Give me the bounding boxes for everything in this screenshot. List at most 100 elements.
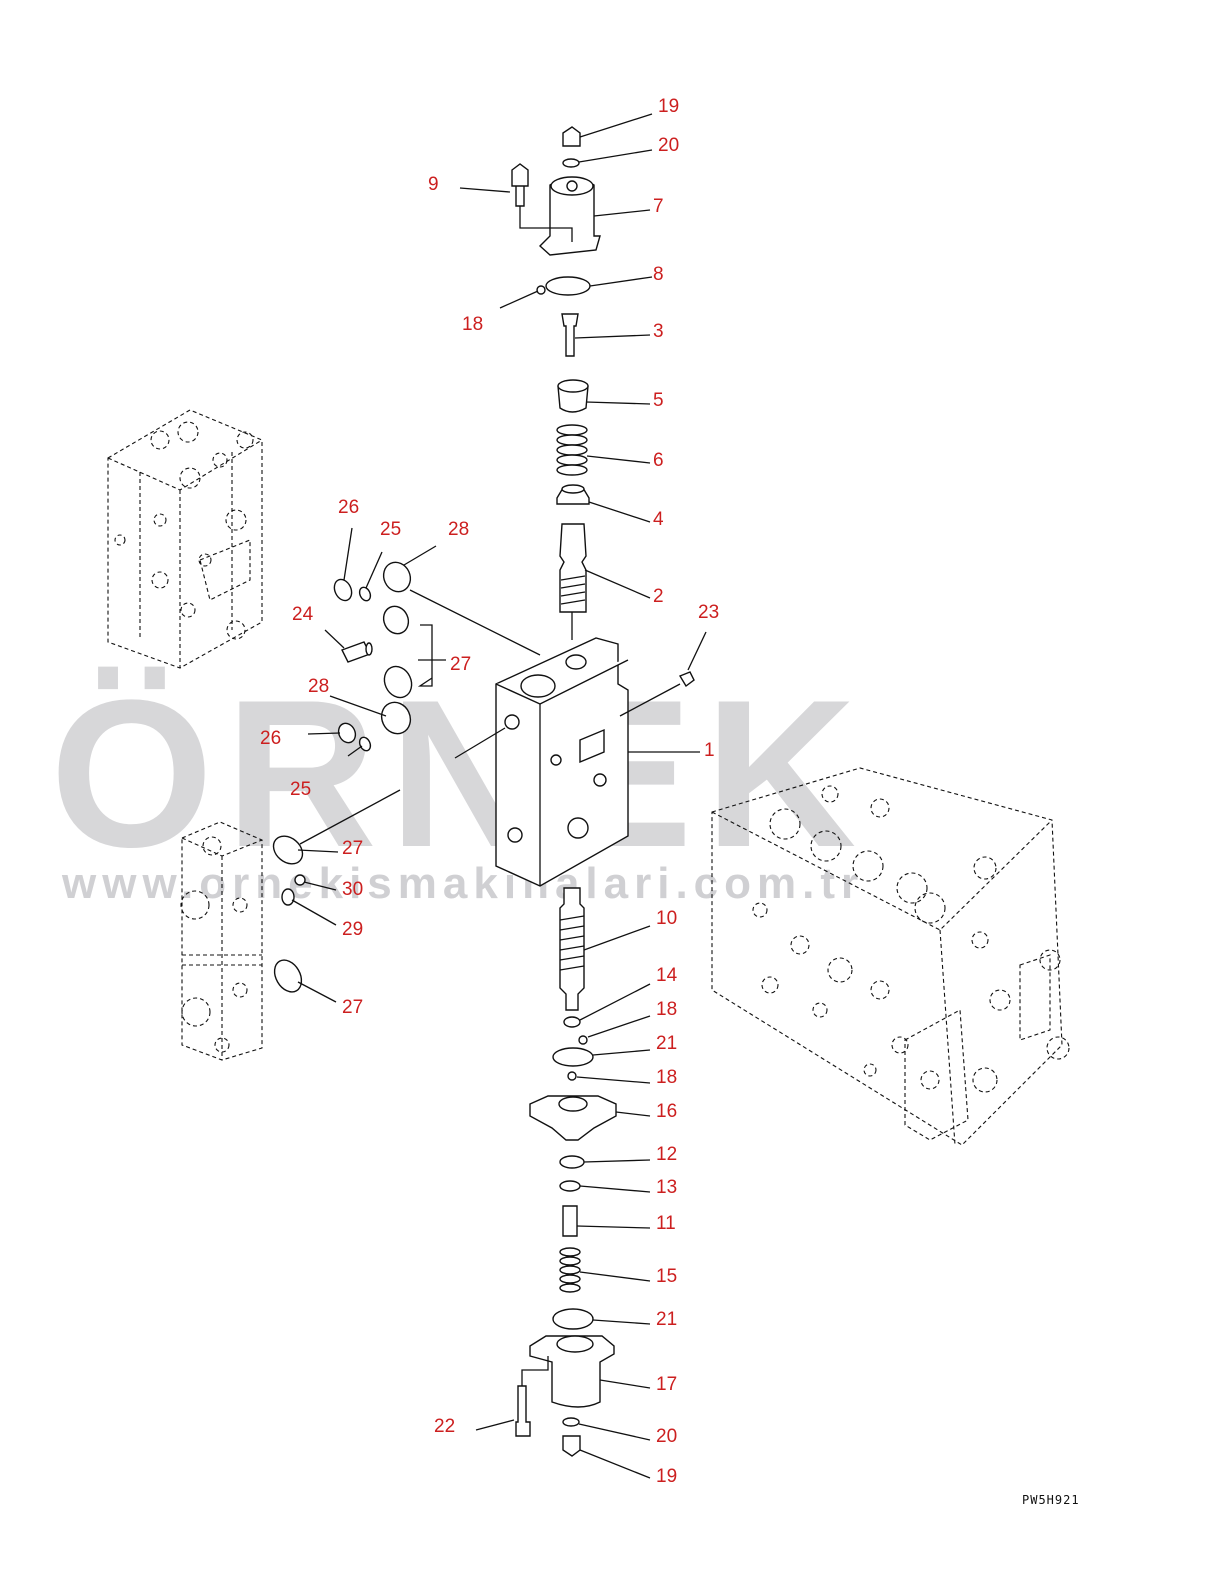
side-seals [272, 561, 541, 993]
part-label: 13 [656, 1177, 677, 1198]
part-2-spring [560, 575, 586, 605]
part-label: 30 [342, 879, 363, 900]
part-7-solenoid-port [566, 180, 578, 192]
part-label: 18 [656, 999, 677, 1020]
part-label: 25 [380, 519, 401, 540]
part-label: 19 [656, 1466, 677, 1487]
part-15-spring [559, 1247, 581, 1293]
part-13-ring [559, 1180, 581, 1192]
watermark: ÖRNEK www.ornekismakinalari.com.tr [50, 656, 868, 908]
part-18-ring-top [536, 285, 546, 295]
part-label: 18 [656, 1067, 677, 1088]
part-label: 14 [656, 965, 678, 986]
part-6-spring [556, 424, 588, 476]
part-label: 2 [653, 586, 664, 607]
part-1-bore-4 [593, 773, 607, 787]
part-5-collar-rim [557, 379, 589, 393]
part-2-valve-cartridge [559, 523, 587, 613]
part-label: 6 [653, 450, 664, 471]
part-27-oring-a [382, 605, 410, 635]
part-27-oring-c [272, 835, 304, 865]
part-label: 28 [308, 676, 329, 697]
part-24-pin-end [365, 642, 373, 656]
part-label: 22 [434, 1416, 455, 1437]
part-label: 3 [653, 321, 664, 342]
part-1-port-upper [565, 654, 587, 670]
part-23-plug [678, 671, 695, 688]
part-1-valve-body [495, 637, 629, 887]
part-19-plug-top [562, 126, 581, 147]
part-label: 27 [450, 654, 471, 675]
part-25-ring-upper [358, 586, 372, 602]
part-label: 20 [658, 135, 679, 156]
part-1-main-port [520, 674, 556, 698]
part-label: 27 [342, 997, 363, 1018]
parts-column [495, 126, 695, 1457]
part-label: 28 [448, 519, 469, 540]
part-27-oring-b [383, 665, 413, 699]
part-number-labels: 19 20 9 7 8 18 3 5 6 4 2 23 1 26 25 28 2… [260, 96, 719, 1487]
part-label: 21 [656, 1309, 677, 1330]
part-label: 26 [338, 497, 359, 518]
part-label: 12 [656, 1144, 677, 1165]
part-label: 1 [704, 740, 715, 761]
part-26-ring-upper [333, 578, 353, 602]
watermark-brand: ÖRNEK [50, 656, 868, 891]
part-label: 8 [653, 264, 664, 285]
part-16-flange-bore [558, 1096, 588, 1112]
part-label: 19 [658, 96, 679, 117]
part-label: 10 [656, 908, 677, 929]
part-16-flange [529, 1095, 617, 1141]
part-label: 16 [656, 1101, 677, 1122]
part-4-retainer-rim [561, 484, 585, 494]
part-label: 21 [656, 1033, 677, 1054]
part-label: 29 [342, 919, 363, 940]
background-valve-block-right [711, 767, 1070, 1146]
part-label: 23 [698, 602, 719, 623]
part-20-oring-top [562, 158, 580, 168]
part-1-bore-1 [504, 714, 520, 730]
part-label: 5 [653, 390, 664, 411]
part-27-oring-d [273, 959, 303, 993]
part-12-seal [559, 1155, 585, 1169]
drawing-code: PW5H921 [1022, 1493, 1080, 1507]
part-28-oring-upper [382, 561, 412, 593]
part-11-piston [562, 1205, 578, 1237]
part-label: 11 [656, 1213, 676, 1234]
part-label: 7 [653, 196, 664, 217]
part-label: 9 [428, 174, 439, 195]
part-label: 18 [462, 314, 483, 335]
part-25-ring-lower [358, 736, 372, 752]
part-22-bolt [515, 1385, 531, 1437]
part-17-cap-bore [556, 1335, 594, 1353]
part-14-ring [563, 1016, 581, 1028]
leader-lines [291, 113, 707, 1479]
part-label: 15 [656, 1266, 677, 1287]
part-label: 27 [342, 838, 363, 859]
watermark-url: www.ornekismakinalari.com.tr [61, 859, 864, 908]
part-label: 4 [653, 509, 664, 530]
part-label: 25 [290, 779, 311, 800]
part-8-oring [545, 276, 591, 296]
part-28-oring-lower [380, 701, 412, 735]
part-21-oring-upper [552, 1047, 594, 1067]
part-17-cap [529, 1335, 615, 1408]
part-label: 24 [292, 604, 314, 625]
part-9-bolt [511, 163, 529, 207]
part-30-ring [294, 874, 306, 886]
part-18-ring-low [567, 1071, 577, 1081]
part-label: 20 [656, 1426, 677, 1447]
part-29-ring [281, 888, 295, 906]
part-26-ring-lower [337, 722, 357, 744]
part-20-oring-bottom [562, 1417, 580, 1427]
part-label: 17 [656, 1374, 677, 1395]
part-label: 26 [260, 728, 281, 749]
part-21-oring-lower [552, 1308, 594, 1330]
part-10-spring [559, 915, 585, 971]
part-3-pin [561, 313, 579, 357]
part-1-slot [579, 728, 605, 764]
part-1-bore-2 [507, 827, 523, 843]
part-1-bore-5 [550, 754, 562, 766]
part-18-ring-mid [578, 1035, 588, 1045]
